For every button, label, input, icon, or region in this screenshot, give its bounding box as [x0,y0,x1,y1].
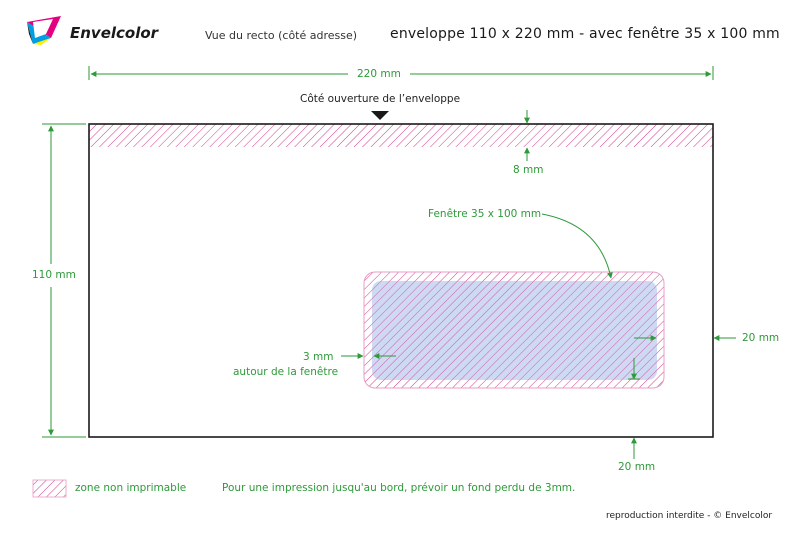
envelope-outline [88,123,714,438]
height-label: 110 mm [32,269,76,281]
opening-marker [371,111,389,120]
window-leader [541,213,613,279]
window-margin-caption: autour de la fenêtre [233,366,339,378]
width-dimension [88,66,714,80]
window-margin-label: 3 mm [303,351,334,363]
window-label: Fenêtre 35 x 100 mm [428,208,542,220]
legend-bleed-note: Pour une impression jusqu'au bord, prévo… [222,482,576,494]
window-inner-arrows [628,335,657,380]
envelcolor-logo-icon [27,16,61,45]
width-label: 220 mm [357,68,401,80]
height-dimension [42,123,86,438]
window-right-label: 20 mm [742,332,780,344]
legend-zone-label: zone non imprimable [75,482,187,494]
window-bottom-label: 20 mm [618,461,656,473]
envelope-title: enveloppe 110 x 220 mm - avec fenêtre 35… [390,26,780,42]
brand-name: Envelcolor [70,24,159,42]
top-band-hatch [89,124,713,147]
view-subtitle: Vue du recto (côté adresse) [205,29,358,42]
opening-label: Côté ouverture de l’enveloppe [300,93,461,105]
legend-swatch [32,479,67,498]
envelcolor-logo [27,16,65,50]
top-band-label: 8 mm [513,164,544,176]
copyright-note: reproduction interdite - © Envelcolor [606,511,773,521]
